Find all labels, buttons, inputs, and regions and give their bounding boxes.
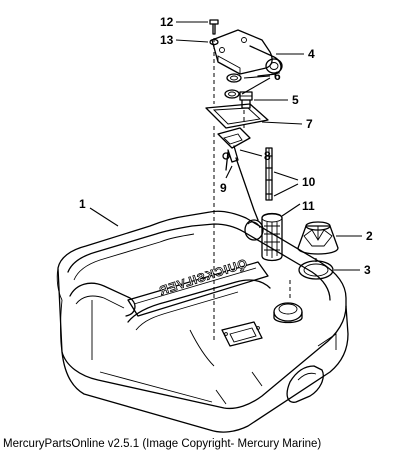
alignment-lines	[213, 38, 317, 340]
callout-3: 3	[364, 263, 371, 277]
pickup-tube	[265, 147, 273, 201]
callout-4: 4	[308, 47, 315, 61]
callout-12: 12	[160, 15, 174, 29]
callout-13: 13	[160, 33, 174, 47]
fuel-filter	[261, 212, 283, 262]
gasket	[205, 103, 269, 129]
image-caption: MercuryPartsOnline v2.5.1 (Image Copyrig…	[3, 438, 322, 450]
screw	[209, 19, 219, 35]
callout-6: 6	[274, 69, 281, 83]
callout-labels: 1 2 3 4 5 6 7 8 9 10 11 12 13	[79, 15, 373, 277]
callout-7: 7	[306, 117, 313, 131]
fuel-tank: QUICKSILVER	[56, 210, 349, 433]
callout-5: 5	[292, 93, 299, 107]
callout-8: 8	[264, 149, 271, 163]
callout-1: 1	[79, 197, 86, 211]
o-rings	[224, 73, 242, 99]
callout-9: 9	[220, 181, 227, 195]
filler-cap	[297, 221, 339, 255]
callout-11: 11	[302, 199, 315, 213]
leader-lines	[89, 21, 362, 271]
cap-gasket	[298, 260, 334, 280]
callout-2: 2	[366, 229, 373, 243]
fuel-gauge-sender	[217, 127, 264, 241]
vent-fitting	[239, 91, 253, 109]
fuel-fitting-elbow	[211, 29, 283, 77]
callout-10: 10	[302, 175, 316, 189]
